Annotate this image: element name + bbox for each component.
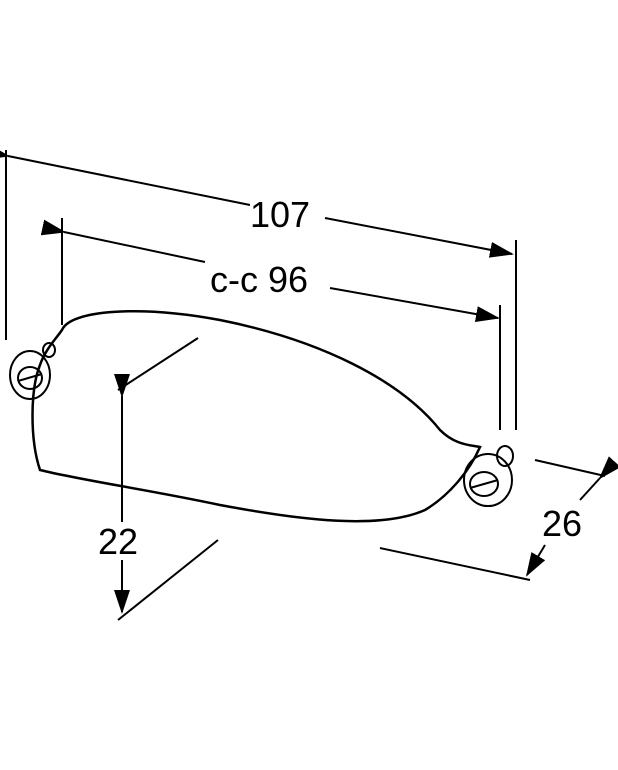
center-to-center-label: c-c 96 <box>210 259 309 300</box>
height-label: 22 <box>98 521 139 562</box>
depth-label: 26 <box>542 503 583 544</box>
overall-length-label: 107 <box>250 194 311 235</box>
